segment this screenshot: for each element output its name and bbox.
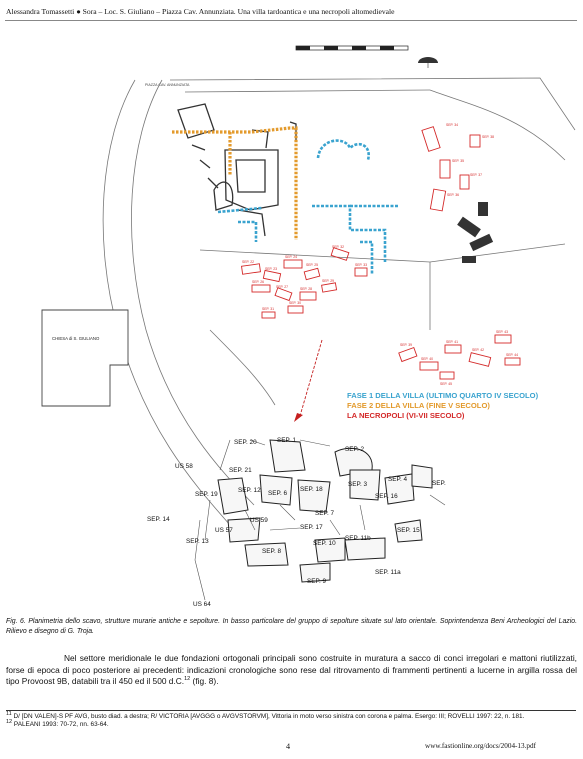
legend-necropolis: LA NECROPOLI (VI-VII SECOLO) bbox=[347, 411, 465, 420]
detail-label: SEP. 11a bbox=[375, 569, 401, 576]
detail-label: US 59 bbox=[250, 517, 268, 524]
black-structures bbox=[177, 103, 297, 237]
tomb-label: SEP. 33 bbox=[355, 263, 367, 267]
detail-label: SEP. 21 bbox=[229, 467, 252, 474]
detail-label: SEP. 1 bbox=[277, 437, 297, 444]
tomb-label: SEP. 31 bbox=[262, 307, 274, 311]
church-building: CHIESA di S. GIULIANO bbox=[41, 309, 129, 407]
footnote: 11 D/ [DN VALEN]-S PF AVG, busto diad. a… bbox=[6, 710, 577, 721]
tomb-label: SEP. 38 bbox=[482, 135, 494, 139]
tomb-label: SEP. 29 bbox=[322, 279, 334, 283]
tomb-label: SEP. 44 bbox=[506, 353, 518, 357]
detail-label: SEP. 4 bbox=[388, 476, 408, 483]
detail-arrow bbox=[294, 339, 323, 422]
detail-label: SEP. 17 bbox=[300, 524, 323, 531]
tomb-label: SEP. 39 bbox=[400, 343, 412, 347]
body-paragraph: Nel settore meridionale le due fondazion… bbox=[6, 653, 577, 688]
detail-label: SEP. 2 bbox=[345, 446, 365, 453]
excavation-figure: PIAZZA CAV. ANNUNZIATA CHIESA di S. GIUL… bbox=[41, 45, 576, 608]
tomb-labels: SEP. 22 SEP. 23 SEP. 24 SEP. 25 SEP. 26 … bbox=[242, 123, 518, 386]
tomb-label: SEP. 28 bbox=[300, 287, 312, 291]
footnote-rule bbox=[6, 710, 576, 711]
body-text: Nel settore meridionale le due fondazion… bbox=[6, 653, 577, 687]
running-header: Alessandra Tomassetti ● Sora – Loc. S. G… bbox=[6, 7, 395, 16]
page-number: 4 bbox=[286, 742, 291, 751]
tomb-label: SEP. 42 bbox=[472, 348, 484, 352]
tomb-label: SEP. 41 bbox=[446, 340, 458, 344]
footnote-number: 11 bbox=[6, 710, 12, 717]
legend-phase-2: FASE 2 DELLA VILLA (FINE V SECOLO) bbox=[347, 401, 490, 410]
legend: FASE 1 DELLA VILLA (ULTIMO QUARTO IV SEC… bbox=[347, 391, 539, 420]
detail-label: SEP. 7 bbox=[315, 510, 335, 517]
tomb-label: SEP. 26 bbox=[252, 280, 264, 284]
tomb-label: SEP. 23 bbox=[265, 267, 277, 271]
street-label: PIAZZA CAV. ANNUNZIATA bbox=[145, 83, 190, 87]
tomb-label: SEP. 25 bbox=[306, 263, 318, 267]
tomb-label: SEP. 35 bbox=[452, 159, 464, 163]
church-label: CHIESA di S. GIULIANO bbox=[52, 336, 100, 341]
tomb-label: SEP. 22 bbox=[242, 260, 254, 264]
detail-tomb-drawings bbox=[217, 439, 433, 583]
footnote-number: 12 bbox=[6, 718, 13, 725]
tomb-label: SEP. 24 bbox=[285, 255, 297, 259]
footer-url[interactable]: www.fastionline.org/docs/2004-13.pdf bbox=[425, 742, 536, 750]
tomb-label: SEP. 30 bbox=[289, 301, 301, 305]
detail-label: US 64 bbox=[193, 601, 211, 608]
scale-bar bbox=[295, 45, 409, 51]
tomb-label: SEP. 40 bbox=[421, 357, 433, 361]
footnote-text: D/ [DN VALEN]-S PF AVG, busto diad. a de… bbox=[11, 713, 525, 720]
detail-label: SEP. 11b bbox=[345, 535, 371, 542]
detail-label: SEP. 9 bbox=[307, 578, 327, 585]
tomb-label: SEP. 27 bbox=[276, 285, 288, 289]
detail-labels: SEP. 20 SEP. 1 SEP. 2 US 58 SEP. 21 SEP.… bbox=[147, 437, 446, 608]
necropolis-tombs bbox=[241, 126, 521, 380]
tomb-label: SEP. 43 bbox=[496, 330, 508, 334]
north-arrow-icon bbox=[418, 57, 438, 68]
tomb-label: SEP. 37 bbox=[470, 173, 482, 177]
detail-label: SEP. bbox=[432, 480, 446, 487]
tomb-label: SEP. 36 bbox=[447, 193, 459, 197]
detail-label: SEP. 20 bbox=[234, 439, 257, 446]
detail-label: SEP. 6 bbox=[268, 490, 288, 497]
detail-label: US 58 bbox=[175, 463, 193, 470]
detail-label: US 57 bbox=[215, 527, 233, 534]
legend-phase-1: FASE 1 DELLA VILLA (ULTIMO QUARTO IV SEC… bbox=[347, 391, 539, 400]
tomb-label: SEP. 32 bbox=[332, 245, 344, 249]
detail-label: SEP. 8 bbox=[262, 548, 282, 555]
body-text-end: (fig. 8). bbox=[190, 676, 219, 687]
footnote-text: PALEANI 1993: 70-72, nn. 63-64. bbox=[12, 720, 109, 728]
detail-label: SEP. 16 bbox=[375, 493, 398, 500]
header-rule bbox=[5, 20, 577, 21]
dark-tomb-cluster bbox=[457, 202, 494, 263]
detail-label: SEP. 19 bbox=[195, 491, 218, 498]
detail-label: SEP. 14 bbox=[147, 516, 170, 523]
detail-label: SEP. 13 bbox=[186, 538, 209, 545]
detail-label: SEP. 18 bbox=[300, 486, 323, 493]
detail-label: SEP. 3 bbox=[348, 481, 368, 488]
detail-label: SEP. 12 bbox=[238, 487, 261, 494]
tomb-label: SEP. 34 bbox=[446, 123, 458, 127]
footnote: 12 PALEANI 1993: 70-72, nn. 63-64. bbox=[6, 718, 577, 729]
detail-label: SEP. 15 bbox=[397, 527, 420, 534]
tomb-label: SEP. 45 bbox=[440, 382, 452, 386]
detail-stone-outlines bbox=[194, 439, 446, 601]
phase-1-walls bbox=[217, 139, 398, 275]
footnote-ref[interactable]: 12 bbox=[184, 676, 191, 683]
phase-2-walls bbox=[172, 126, 298, 240]
figure-caption: Fig. 6. Planimetria dello scavo, struttu… bbox=[6, 618, 577, 635]
footnotes: 11 D/ [DN VALEN]-S PF AVG, busto diad. a… bbox=[6, 710, 577, 729]
detail-label: SEP. 10 bbox=[313, 540, 336, 547]
